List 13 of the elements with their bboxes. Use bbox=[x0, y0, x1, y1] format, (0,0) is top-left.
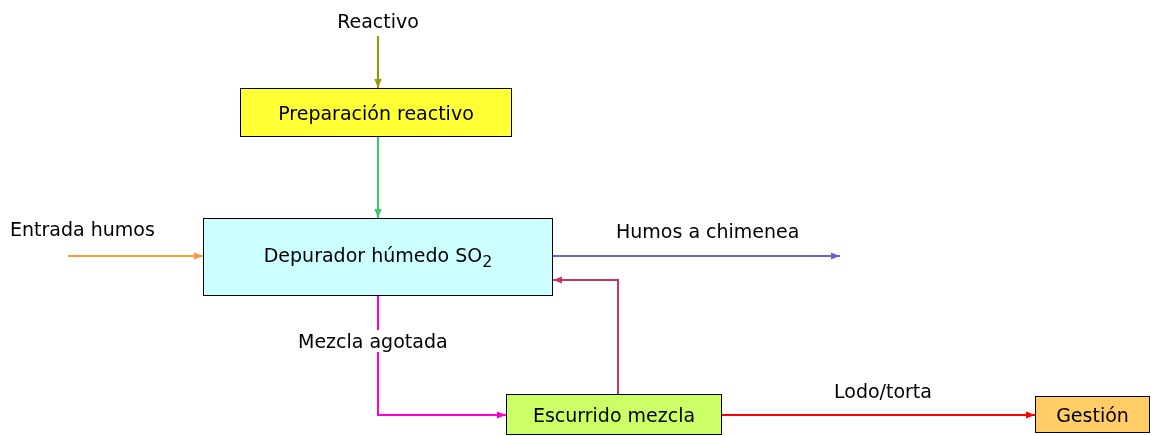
arrow bbox=[721, 411, 1036, 419]
input-label: Reactivo bbox=[318, 6, 438, 36]
edge-label: Lodo/torta bbox=[832, 380, 934, 402]
arrow bbox=[377, 295, 507, 419]
process-box: Gestión bbox=[1035, 396, 1150, 433]
process-box: Preparación reactivo bbox=[240, 88, 512, 137]
process-box: Depurador húmedo SO$_{2}$ bbox=[203, 218, 553, 296]
arrow bbox=[552, 252, 841, 260]
process-box: Escurrido mezcla bbox=[506, 394, 722, 435]
arrow bbox=[374, 136, 382, 219]
arrow bbox=[552, 276, 619, 395]
arrow bbox=[67, 252, 204, 260]
arrow bbox=[374, 35, 382, 89]
